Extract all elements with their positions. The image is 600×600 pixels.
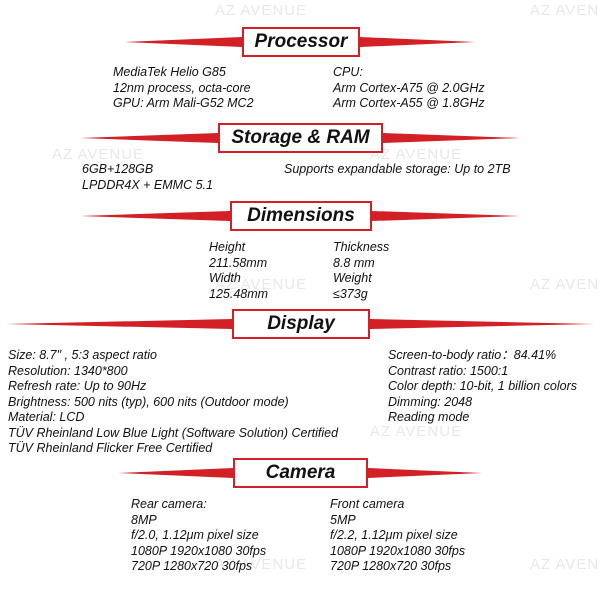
spec-line: 12nm process, octa-core [113, 80, 251, 95]
storage-right-col: Supports expandable storage: Up to 2TB [284, 162, 511, 178]
header-swoosh [80, 211, 520, 221]
spec-line: Thickness [333, 240, 390, 254]
spec-line: 720P 1280x720 30fps [330, 559, 452, 573]
spec-line: Height [209, 240, 246, 254]
spec-line: GPU: Arm Mali-G52 MC2 [113, 96, 254, 110]
display-title: Display [232, 309, 370, 339]
header-swoosh [6, 319, 594, 329]
camera-right-col: Front camera 5MP f/2.2, 1.12μm pixel siz… [330, 497, 465, 575]
display-header: Display [0, 307, 600, 343]
display-right-col: Screen-to-body ratio：84.41% Contrast rat… [388, 348, 577, 426]
spec-line: Color depth: 10-bit, 1 billion colors [388, 379, 577, 393]
camera-left-col: Rear camera: 8MP f/2.0, 1.12μm pixel siz… [131, 497, 266, 575]
spec-line: MediaTek Helio G85 [113, 65, 226, 79]
spec-line: Material: LCD [8, 410, 85, 424]
processor-header: Processor [0, 25, 600, 61]
header-swoosh [118, 468, 482, 478]
spec-line: Size: 8.7" , 5:3 aspect ratio [8, 348, 157, 362]
spec-line: 5MP [330, 512, 356, 527]
camera-title: Camera [233, 458, 368, 488]
dimensions-right-col: Thickness 8.8 mm Weight ≤373g [333, 240, 389, 302]
spec-line: Arm Cortex-A75 @ 2.0GHz [333, 80, 485, 95]
watermark: AZ AVENUE [530, 556, 600, 573]
spec-line: Rear camera: [131, 497, 207, 511]
spec-line: TÜV Rheinland Flicker Free Certified [8, 441, 213, 455]
spec-line: Refresh rate: Up to 90Hz [8, 379, 147, 393]
watermark: AZ AVENUE [215, 556, 308, 573]
spec-line: 720P 1280x720 30fps [131, 559, 253, 573]
watermark: AZ AVENUE [530, 2, 600, 19]
watermark: AZ AVENUE [370, 146, 463, 163]
spec-line: 6GB+128GB [82, 162, 154, 176]
storage-left-col: 6GB+128GB LPDDR4X + EMMC 5.1 [82, 162, 213, 193]
spec-line: TÜV Rheinland Low Blue Light (Software S… [8, 425, 339, 440]
processor-right-col: CPU: Arm Cortex-A75 @ 2.0GHz Arm Cortex-… [333, 65, 485, 112]
spec-line: Dimming: 2048 [388, 394, 473, 409]
watermark: AZ AVENUE [215, 276, 308, 293]
watermark: AZ AVENUE [52, 146, 145, 163]
spec-line: LPDDR4X + EMMC 5.1 [82, 177, 213, 192]
spec-line: Screen-to-body ratio：84.41% [388, 348, 557, 362]
camera-header: Camera [0, 456, 600, 492]
storage-title: Storage & RAM [218, 123, 383, 153]
spec-line: Weight [333, 271, 372, 285]
dimensions-header: Dimensions [0, 199, 600, 235]
storage-header: Storage & RAM [0, 121, 600, 157]
spec-line: Width [209, 271, 241, 285]
spec-line: Arm Cortex-A55 @ 1.8GHz [333, 96, 485, 110]
spec-line: Contrast ratio: 1500:1 [388, 363, 509, 378]
watermark: AZ AVENUE [530, 276, 600, 293]
dimensions-title: Dimensions [230, 201, 372, 231]
spec-line: f/2.0, 1.12μm pixel size [131, 528, 259, 542]
spec-line: 1080P 1920x1080 30fps [330, 543, 466, 558]
spec-line: ≤373g [333, 286, 368, 301]
spec-line: 8.8 mm [333, 255, 375, 270]
spec-line: 1080P 1920x1080 30fps [131, 543, 267, 558]
spec-line: Reading mode [388, 410, 470, 424]
processor-title: Processor [242, 27, 360, 57]
spec-line: 125.48mm [209, 286, 269, 301]
header-swoosh [80, 133, 520, 143]
spec-line: CPU: [333, 65, 363, 79]
processor-left-col: MediaTek Helio G85 12nm process, octa-co… [113, 65, 254, 112]
spec-line: 211.58mm [209, 255, 268, 270]
spec-line: 8MP [131, 512, 157, 527]
spec-line: f/2.2, 1.12μm pixel size [330, 528, 458, 542]
spec-line: Front camera [330, 497, 405, 511]
dimensions-left-col: Height 211.58mm Width 125.48mm [209, 240, 268, 302]
spec-line: Resolution: 1340*800 [8, 363, 128, 378]
spec-line: Supports expandable storage: Up to 2TB [284, 162, 511, 176]
spec-line: Brightness: 500 nits (typ), 600 nits (Ou… [8, 394, 289, 409]
watermark: AZ AVENUE [370, 423, 463, 440]
display-left-col: Size: 8.7" , 5:3 aspect ratio Resolution… [8, 348, 338, 457]
header-swoosh [125, 37, 475, 47]
watermark: AZ AVENUE [215, 2, 308, 19]
